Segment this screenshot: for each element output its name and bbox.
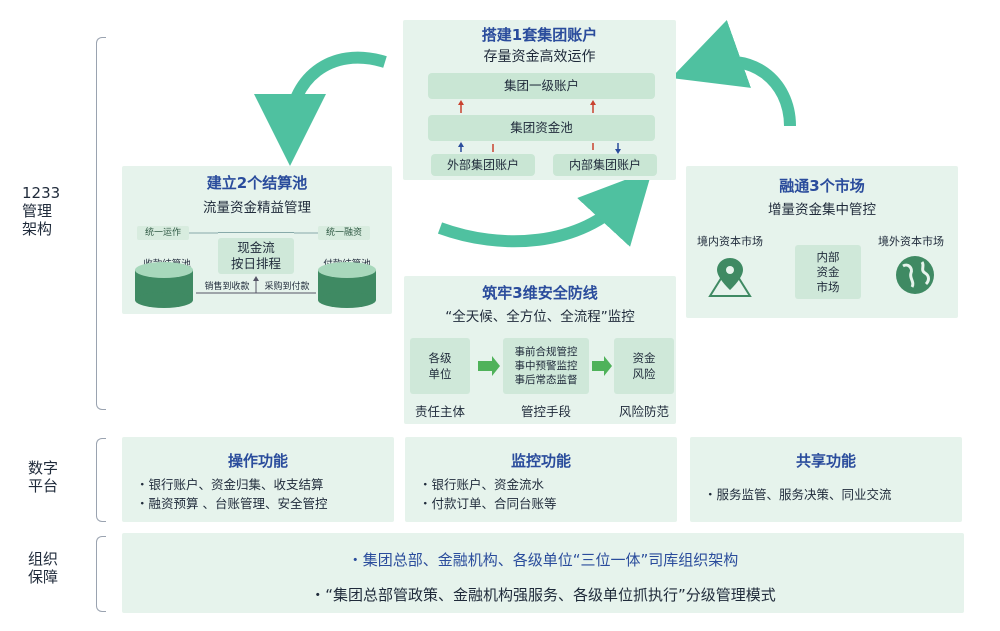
cylinder-receivable [135,262,193,308]
cashflow-schedule: 现金流 按日排程 [218,238,294,274]
org-guarantee: ・集团总部、金融机构、各级单位“三位一体”司库组织架构 ・“集团总部管政策、金融… [122,533,964,613]
right-subtitle: 增量资金集中管控 [768,202,876,218]
external-account: 外部集团账户 [431,154,535,176]
label-control: 管控手段 [520,404,571,419]
arrow-left-to-right [437,169,653,248]
side-label-org: 组织 保障 [28,550,59,586]
box-fund-risk: 资金 风险 [614,338,674,394]
arrow-right-icon [478,356,500,376]
flow-purchase-label: 采购到付款 [264,282,310,292]
ops-item-1: ・银行账户、资金归集、收支结算 [136,477,324,492]
label-responsible: 责任主体 [414,404,465,419]
arrow-right-icon-2 [592,356,612,376]
overseas-market-label: 境外资本市场 [878,235,944,248]
box-control-means: 事前合规管控 事中预警监控 事后常态监督 [503,338,589,394]
cylinder-payable [318,262,376,308]
monitor-title: 监控功能 [510,452,571,470]
bracket-platform [96,438,106,522]
flow-sales-label: 销售到收款 [204,282,250,292]
top-subtitle: 存量资金高效运作 [483,49,596,65]
share-title: 共享功能 [795,452,856,470]
top-title: 搭建1套集团账户 [481,26,598,44]
arrow-top-to-left [254,51,387,166]
box-units: 各级 单位 [410,338,470,394]
internal-account: 内部集团账户 [553,154,657,176]
left-title: 建立2个结算池 [206,174,308,192]
platform-share: 共享功能 ・服务监管、服务决策、同业交流 [690,437,962,522]
label-risk-prevention: 风险防范 [618,404,669,419]
side-label-platform: 数字 平台 [28,459,59,495]
org-line-2: ・“集团总部管政策、金融机构强服务、各级单位抓执行”分级管理模式 [310,586,776,604]
middle-title: 筑牢3维安全防线 [482,284,598,302]
monitor-item-1: ・银行账户、资金流水 [419,477,545,492]
domestic-market-label: 境内资本市场 [697,235,763,248]
org-line-1: ・集团总部、金融机构、各级单位“三位一体”司库组织架构 [347,551,739,569]
bracket-org [96,536,106,612]
group-cash-pool: 集团资金池 [428,115,655,141]
panel-group-account [403,20,676,180]
ops-item-2: ・融资预算 、台账管理、安全管控 [136,496,328,511]
monitor-item-2: ・付款订单、合同台账等 [419,496,557,511]
level1-account: 集团一级账户 [428,73,655,99]
map-pin-icon [708,258,752,297]
globe-icon [896,256,934,294]
tag-unified-finance: 统一融资 [318,226,370,240]
share-item-1: ・服务监管、服务决策、同业交流 [704,487,892,502]
right-title: 融通3个市场 [779,177,865,195]
arrow-right-to-top [671,20,796,127]
platform-ops: 操作功能 ・银行账户、资金归集、收支结算 ・融资预算 、台账管理、安全管控 [122,437,394,522]
platform-monitor: 监控功能 ・银行账户、资金流水 ・付款订单、合同台账等 [405,437,677,522]
left-subtitle: 流量资金精益管理 [203,200,311,216]
internal-fund-market: 内部 资金 市场 [795,245,861,299]
ops-title: 操作功能 [227,452,288,470]
side-label-framework: 1233 管理 架构 [22,184,61,238]
tag-unified-ops: 统一运作 [137,226,189,240]
bracket-framework [96,37,106,410]
middle-subtitle: “全天候、全方位、全流程”监控 [445,309,635,325]
